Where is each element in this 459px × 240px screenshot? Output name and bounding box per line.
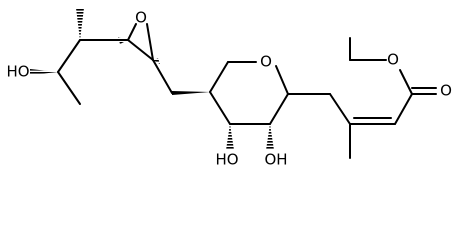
hash-bond-hydroxyl-left xyxy=(30,69,58,75)
bond-ch-to-choh xyxy=(57,39,81,73)
ring-hydroxyl-right-label: OH xyxy=(264,151,287,169)
hash-bond-c4-hydroxyl xyxy=(226,124,234,150)
structure-canvas: O O HO HO OH O O xyxy=(6,8,452,169)
bond-ring-c4-to-c5 xyxy=(209,91,231,125)
bond-carbonyl-to-ester-o xyxy=(399,69,413,95)
bond-ring-c5a-to-c6 xyxy=(209,61,229,93)
bond-epoxide-c-o-left xyxy=(127,23,137,41)
side-chain-hydroxyl-label: HO xyxy=(6,63,29,81)
bond-epoxide-c-o-right xyxy=(146,23,154,61)
epoxide-oxygen-label: O xyxy=(135,9,147,27)
oxane-ring xyxy=(209,61,289,125)
molecule-drawing: O O HO HO OH O O xyxy=(6,8,452,169)
bond-choh-to-methyl xyxy=(57,71,81,105)
ring-oxygen-label: O xyxy=(260,53,272,71)
bond-ring-o-to-c2 xyxy=(275,65,289,95)
ester-carbonyl-oxygen-label: O xyxy=(440,82,452,100)
ester-alkoxy-oxygen-label: O xyxy=(387,51,399,69)
bond-epoxide-c-c xyxy=(127,39,154,61)
epoxide-ring xyxy=(127,23,154,61)
bond-methylene-to-alkene xyxy=(329,93,351,125)
bond-alkene-to-carbonyl xyxy=(394,93,413,125)
hash-bond-c3-hydroxyl xyxy=(266,124,274,150)
bond-methylene-to-epoxide xyxy=(152,59,173,94)
wedge-bond-c5-methylene xyxy=(172,91,210,95)
ring-hydroxyl-left-label: HO xyxy=(215,151,238,169)
bond-ring-c2-to-c3 xyxy=(269,93,289,125)
hash-bond-epoxide-right xyxy=(153,58,160,64)
hash-bond-methyl-top xyxy=(76,8,84,40)
